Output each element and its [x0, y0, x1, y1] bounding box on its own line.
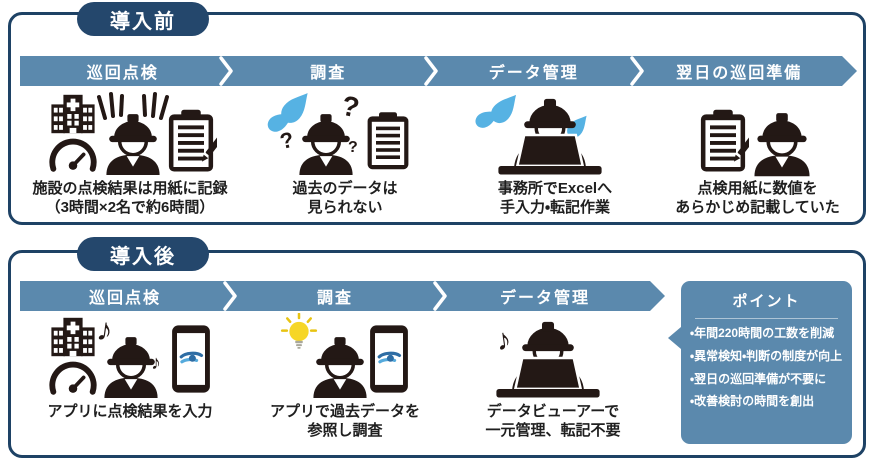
svg-text:?: ? — [339, 90, 362, 124]
caption-before-survey: 過去のデータは 見られない — [292, 180, 398, 217]
worker-laptop-icon — [496, 97, 604, 177]
worker-icon — [105, 112, 161, 177]
step-cell-before-data: 事務所でExcelへ 手入力・転記作業 — [450, 90, 660, 217]
process-banner-after: 巡回点検 調査 データ管理 — [20, 281, 665, 311]
caption-after-survey: アプリで過去データを 参照し調査 — [269, 403, 420, 440]
banner-step-data-management: データ管理 — [488, 65, 579, 82]
svg-text:♪: ♪ — [151, 352, 161, 374]
banner-step-survey: 調査 — [316, 290, 353, 307]
step-cell-after-data: ♪ ♪ データビューアーで 一元管理、転記不要 — [448, 313, 658, 440]
banner-step-survey: 調査 — [310, 65, 347, 82]
chevron-right-icon — [629, 56, 644, 86]
hospital-icon — [51, 317, 95, 357]
gauge-icon — [52, 365, 93, 393]
points-title: ポイント — [732, 293, 801, 310]
banner-step-next-day-prep: 翌日の巡回準備 — [676, 65, 803, 82]
illustration-after-data: ♪ ♪ — [448, 313, 658, 401]
points-item: ・翌日の巡回準備が不要に — [690, 371, 827, 386]
smartphone-app-icon — [368, 323, 410, 395]
points-divider — [695, 318, 838, 319]
svg-text:?: ? — [278, 127, 296, 154]
illustration-before-prep — [655, 90, 860, 178]
svg-text:?: ? — [348, 139, 358, 156]
points-item: ・年間220時間の工数を削減 — [690, 326, 835, 340]
worker-laptop-icon — [494, 320, 602, 400]
caption-before-data: 事務所でExcelへ 手入力・転記作業 — [497, 180, 613, 217]
speech-tail-icon — [668, 327, 681, 349]
banner-step-patrol-inspection: 巡回点検 — [86, 65, 159, 82]
badge-before-label: 導入前 — [110, 10, 176, 33]
gauge-icon — [52, 142, 93, 170]
caption-after-patrol: アプリに点検結果を入力 — [47, 403, 213, 420]
badge-after-label: 導入後 — [110, 245, 176, 268]
step-cell-before-survey: ? ? ? 過去のデータは 見られない — [240, 90, 450, 217]
step-cell-before-prep: 点検用紙に数値を あらかじめ記載していた — [655, 90, 860, 217]
lightbulb-icon — [280, 313, 318, 350]
chevron-right-icon — [424, 56, 438, 86]
clipboard-icon — [367, 112, 409, 170]
caption-before-patrol: 施設の点検結果は用紙に記録 （3時間×2名で約6時間） — [32, 180, 228, 217]
process-banner-before: 巡回点検 調査 データ管理 翌日の巡回準備 — [20, 56, 857, 86]
step-cell-before-patrol: 施設の点検結果は用紙に記録 （3時間×2名で約6時間） — [25, 90, 235, 217]
chevron-right-icon — [218, 56, 233, 86]
stress-lines-icon — [97, 92, 169, 120]
smartphone-app-icon — [170, 323, 212, 395]
chevron-right-icon — [433, 281, 447, 311]
banner-step-patrol-inspection: 巡回点検 — [88, 290, 161, 307]
music-notes-icon: ♪ ♪ — [94, 313, 161, 374]
step-cell-after-patrol: ♪ ♪ アプリに点検結果を入力 — [25, 313, 235, 421]
illustration-before-survey: ? ? ? — [240, 90, 450, 178]
hospital-icon — [51, 94, 95, 134]
illustration-before-patrol — [25, 90, 235, 178]
points-item: ・異常検知・判断の制度が向上 — [690, 348, 843, 363]
worker-icon — [298, 112, 354, 177]
illustration-after-survey — [240, 313, 450, 401]
caption-before-prep: 点検用紙に数値を あらかじめ記載していた — [675, 180, 840, 217]
illustration-before-data — [450, 90, 660, 178]
banner-step-data-management: データ管理 — [499, 290, 590, 307]
step-cell-after-survey: アプリで過去データを 参照し調査 — [240, 313, 450, 440]
clipboard-pencil-icon — [701, 110, 759, 172]
points-box: ポイント ・年間220時間の工数を削減 ・異常検知・判断の制度が向上 ・翌日の巡… — [668, 281, 852, 444]
clipboard-pencil-icon — [169, 110, 227, 172]
worker-icon — [753, 111, 811, 178]
worker-icon — [103, 335, 159, 400]
illustration-after-patrol: ♪ ♪ — [25, 313, 235, 401]
svg-text:♪: ♪ — [94, 313, 115, 348]
question-marks-icon: ? ? ? — [278, 90, 362, 156]
worker-icon — [312, 335, 368, 400]
points-item: ・改善検討の時間を創出 — [690, 394, 815, 409]
badge-before: 導入前 — [77, 2, 209, 36]
svg-text:♪: ♪ — [494, 323, 513, 358]
chevron-right-icon — [223, 281, 237, 311]
caption-after-data: データビューアーで 一元管理、転記不要 — [485, 403, 621, 440]
badge-after: 導入後 — [77, 237, 209, 271]
